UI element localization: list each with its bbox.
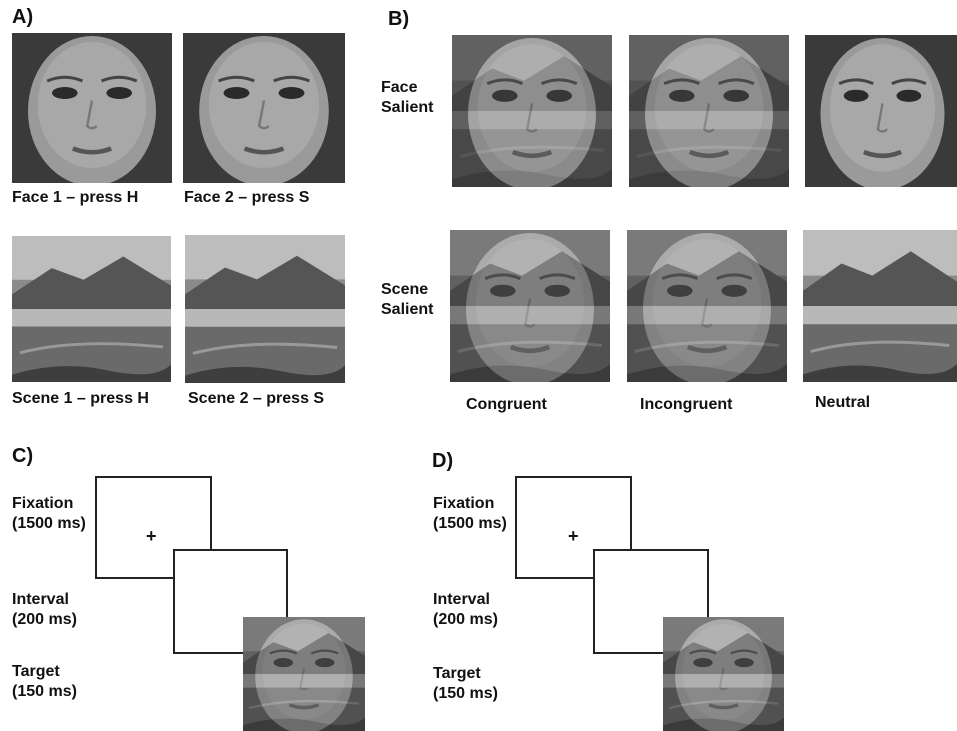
c-fixation-frame: +	[95, 476, 212, 579]
scene-salient-neutral-image	[803, 230, 957, 382]
c-fixation-label: Fixation(1500 ms)	[12, 495, 86, 532]
d-interval-label: Interval(200 ms)	[433, 591, 498, 628]
face-2-image	[183, 33, 345, 183]
incongruent-label: Incongruent	[640, 396, 733, 413]
congruent-label: Congruent	[466, 396, 547, 413]
c-target-image	[243, 617, 365, 731]
panel-label-a: A)	[12, 6, 34, 28]
neutral-label: Neutral	[815, 394, 871, 411]
face-2-caption: Face 2 – press S	[184, 189, 310, 206]
face-1-caption: Face 1 – press H	[12, 189, 139, 206]
scene-salient-congruent-image	[450, 230, 610, 382]
scene-salient-incongruent-image	[627, 230, 787, 382]
face-salient-congruent-image	[452, 35, 612, 187]
d-fixation-cross: +	[568, 526, 579, 546]
scene-2-image	[185, 235, 345, 383]
face-salient-incongruent-image	[629, 35, 789, 187]
d-fixation-label: Fixation(1500 ms)	[433, 495, 507, 532]
panel-label-c: C)	[12, 445, 34, 467]
d-target-label: Target(150 ms)	[433, 665, 498, 702]
c-interval-frame	[173, 549, 288, 654]
c-interval-label: Interval(200 ms)	[12, 591, 77, 628]
panel-label-d: D)	[432, 450, 454, 472]
scene-2-caption: Scene 2 – press S	[188, 390, 325, 407]
face-1-image	[12, 33, 172, 183]
c-target-label: Target(150 ms)	[12, 663, 77, 700]
scene-1-caption: Scene 1 – press H	[12, 390, 149, 407]
d-target-image	[663, 617, 784, 731]
face-salient-neutral-image	[805, 35, 957, 187]
scene-1-image	[12, 236, 171, 382]
c-fixation-cross: +	[146, 526, 157, 546]
panel-label-b: B)	[388, 8, 410, 30]
